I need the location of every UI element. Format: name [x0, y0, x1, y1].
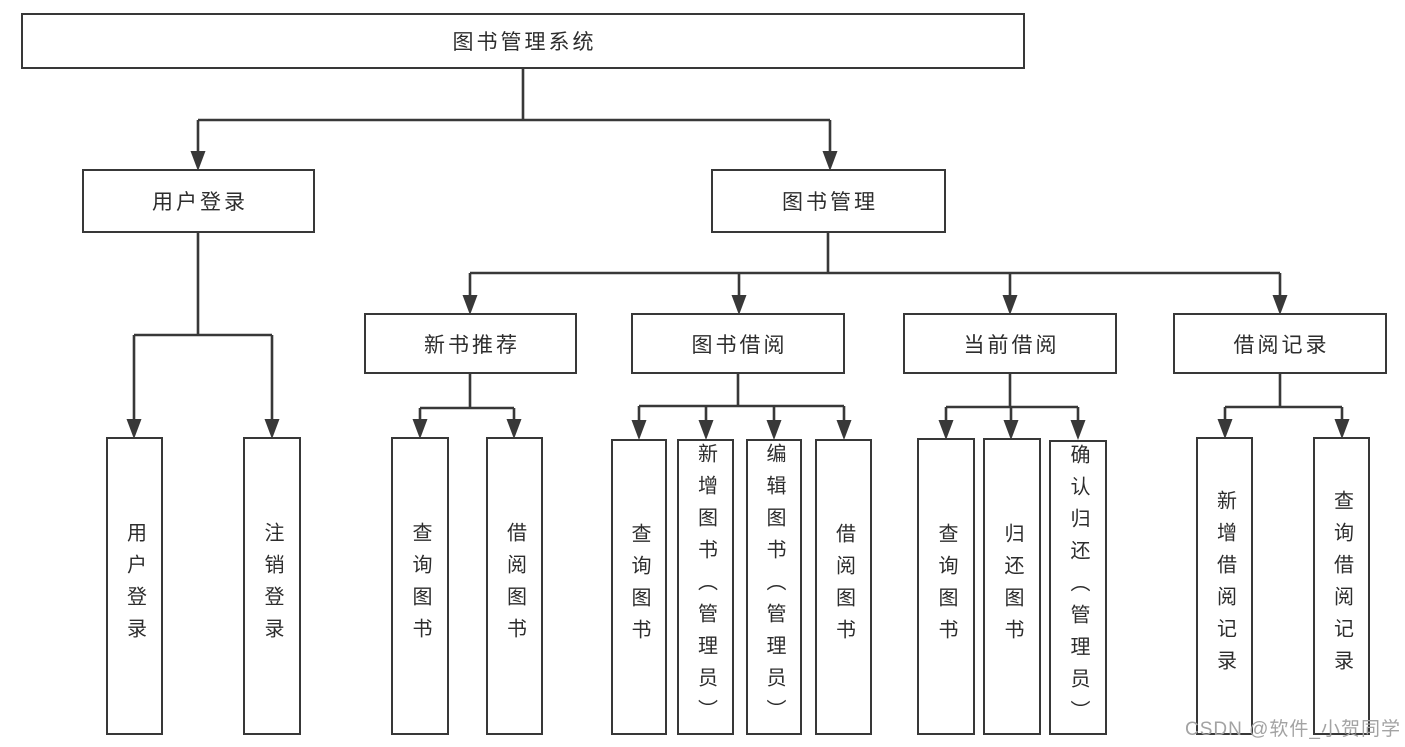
- arrowhead: [412, 419, 428, 439]
- connector-current-to-leaves: [944, 374, 1080, 425]
- arrowhead: [731, 295, 747, 315]
- connector-bookmgmt-to-level3: [468, 233, 1282, 300]
- leaf-br-query-record: 查询借阅记录: [1313, 437, 1370, 735]
- leaf-cb-confirm-return-admin: 确认归还（管理员）: [1049, 440, 1107, 735]
- connector-userlogin-to-leaves: [132, 233, 274, 424]
- leaf-cb-query-books: 查询图书: [917, 438, 975, 735]
- leaf-nbr-borrow-books: 借阅图书: [486, 437, 543, 735]
- arrowhead: [1003, 420, 1019, 440]
- arrowhead: [836, 420, 852, 440]
- arrowhead: [938, 420, 954, 440]
- leaf-bb-borrow-books: 借阅图书: [815, 439, 872, 735]
- leaf-logout: 注销登录: [243, 437, 301, 735]
- node-book-borrow: 图书借阅: [631, 313, 845, 374]
- arrowhead: [1217, 419, 1233, 439]
- connector-newbook-to-leaves: [418, 374, 516, 424]
- arrowhead: [631, 420, 647, 440]
- arrowhead: [1272, 295, 1288, 315]
- arrowhead: [698, 420, 714, 440]
- arrowhead: [1002, 295, 1018, 315]
- arrowhead: [462, 295, 478, 315]
- node-library-system: 图书管理系统: [21, 13, 1025, 69]
- connector-records-to-leaves: [1223, 374, 1344, 424]
- leaf-bb-add-books-admin: 新增图书（管理员）: [677, 439, 734, 735]
- node-book-management: 图书管理: [711, 169, 946, 233]
- leaf-user-login: 用户登录: [106, 437, 163, 735]
- leaf-bb-edit-books-admin: 编辑图书（管理员）: [746, 439, 802, 735]
- leaf-nbr-query-books: 查询图书: [391, 437, 449, 735]
- node-new-book-recommend: 新书推荐: [364, 313, 577, 374]
- arrowhead: [506, 419, 522, 439]
- node-current-borrow: 当前借阅: [903, 313, 1117, 374]
- node-borrow-records: 借阅记录: [1173, 313, 1387, 374]
- arrowhead: [1070, 420, 1086, 440]
- arrowhead: [264, 419, 280, 439]
- arrowhead: [822, 151, 838, 171]
- arrowhead: [1334, 419, 1350, 439]
- connector-borrowing-to-leaves: [637, 374, 846, 425]
- arrowhead: [126, 419, 142, 439]
- leaf-cb-return-books: 归还图书: [983, 438, 1041, 735]
- arrowhead: [190, 151, 206, 171]
- arrowhead: [766, 420, 782, 440]
- leaf-bb-query-books: 查询图书: [611, 439, 667, 735]
- node-user-login: 用户登录: [82, 169, 315, 233]
- csdn-watermark: CSDN @软件_小贺同学: [1185, 719, 1401, 740]
- leaf-br-add-record: 新增借阅记录: [1196, 437, 1253, 735]
- connector-root-to-level2: [196, 69, 832, 156]
